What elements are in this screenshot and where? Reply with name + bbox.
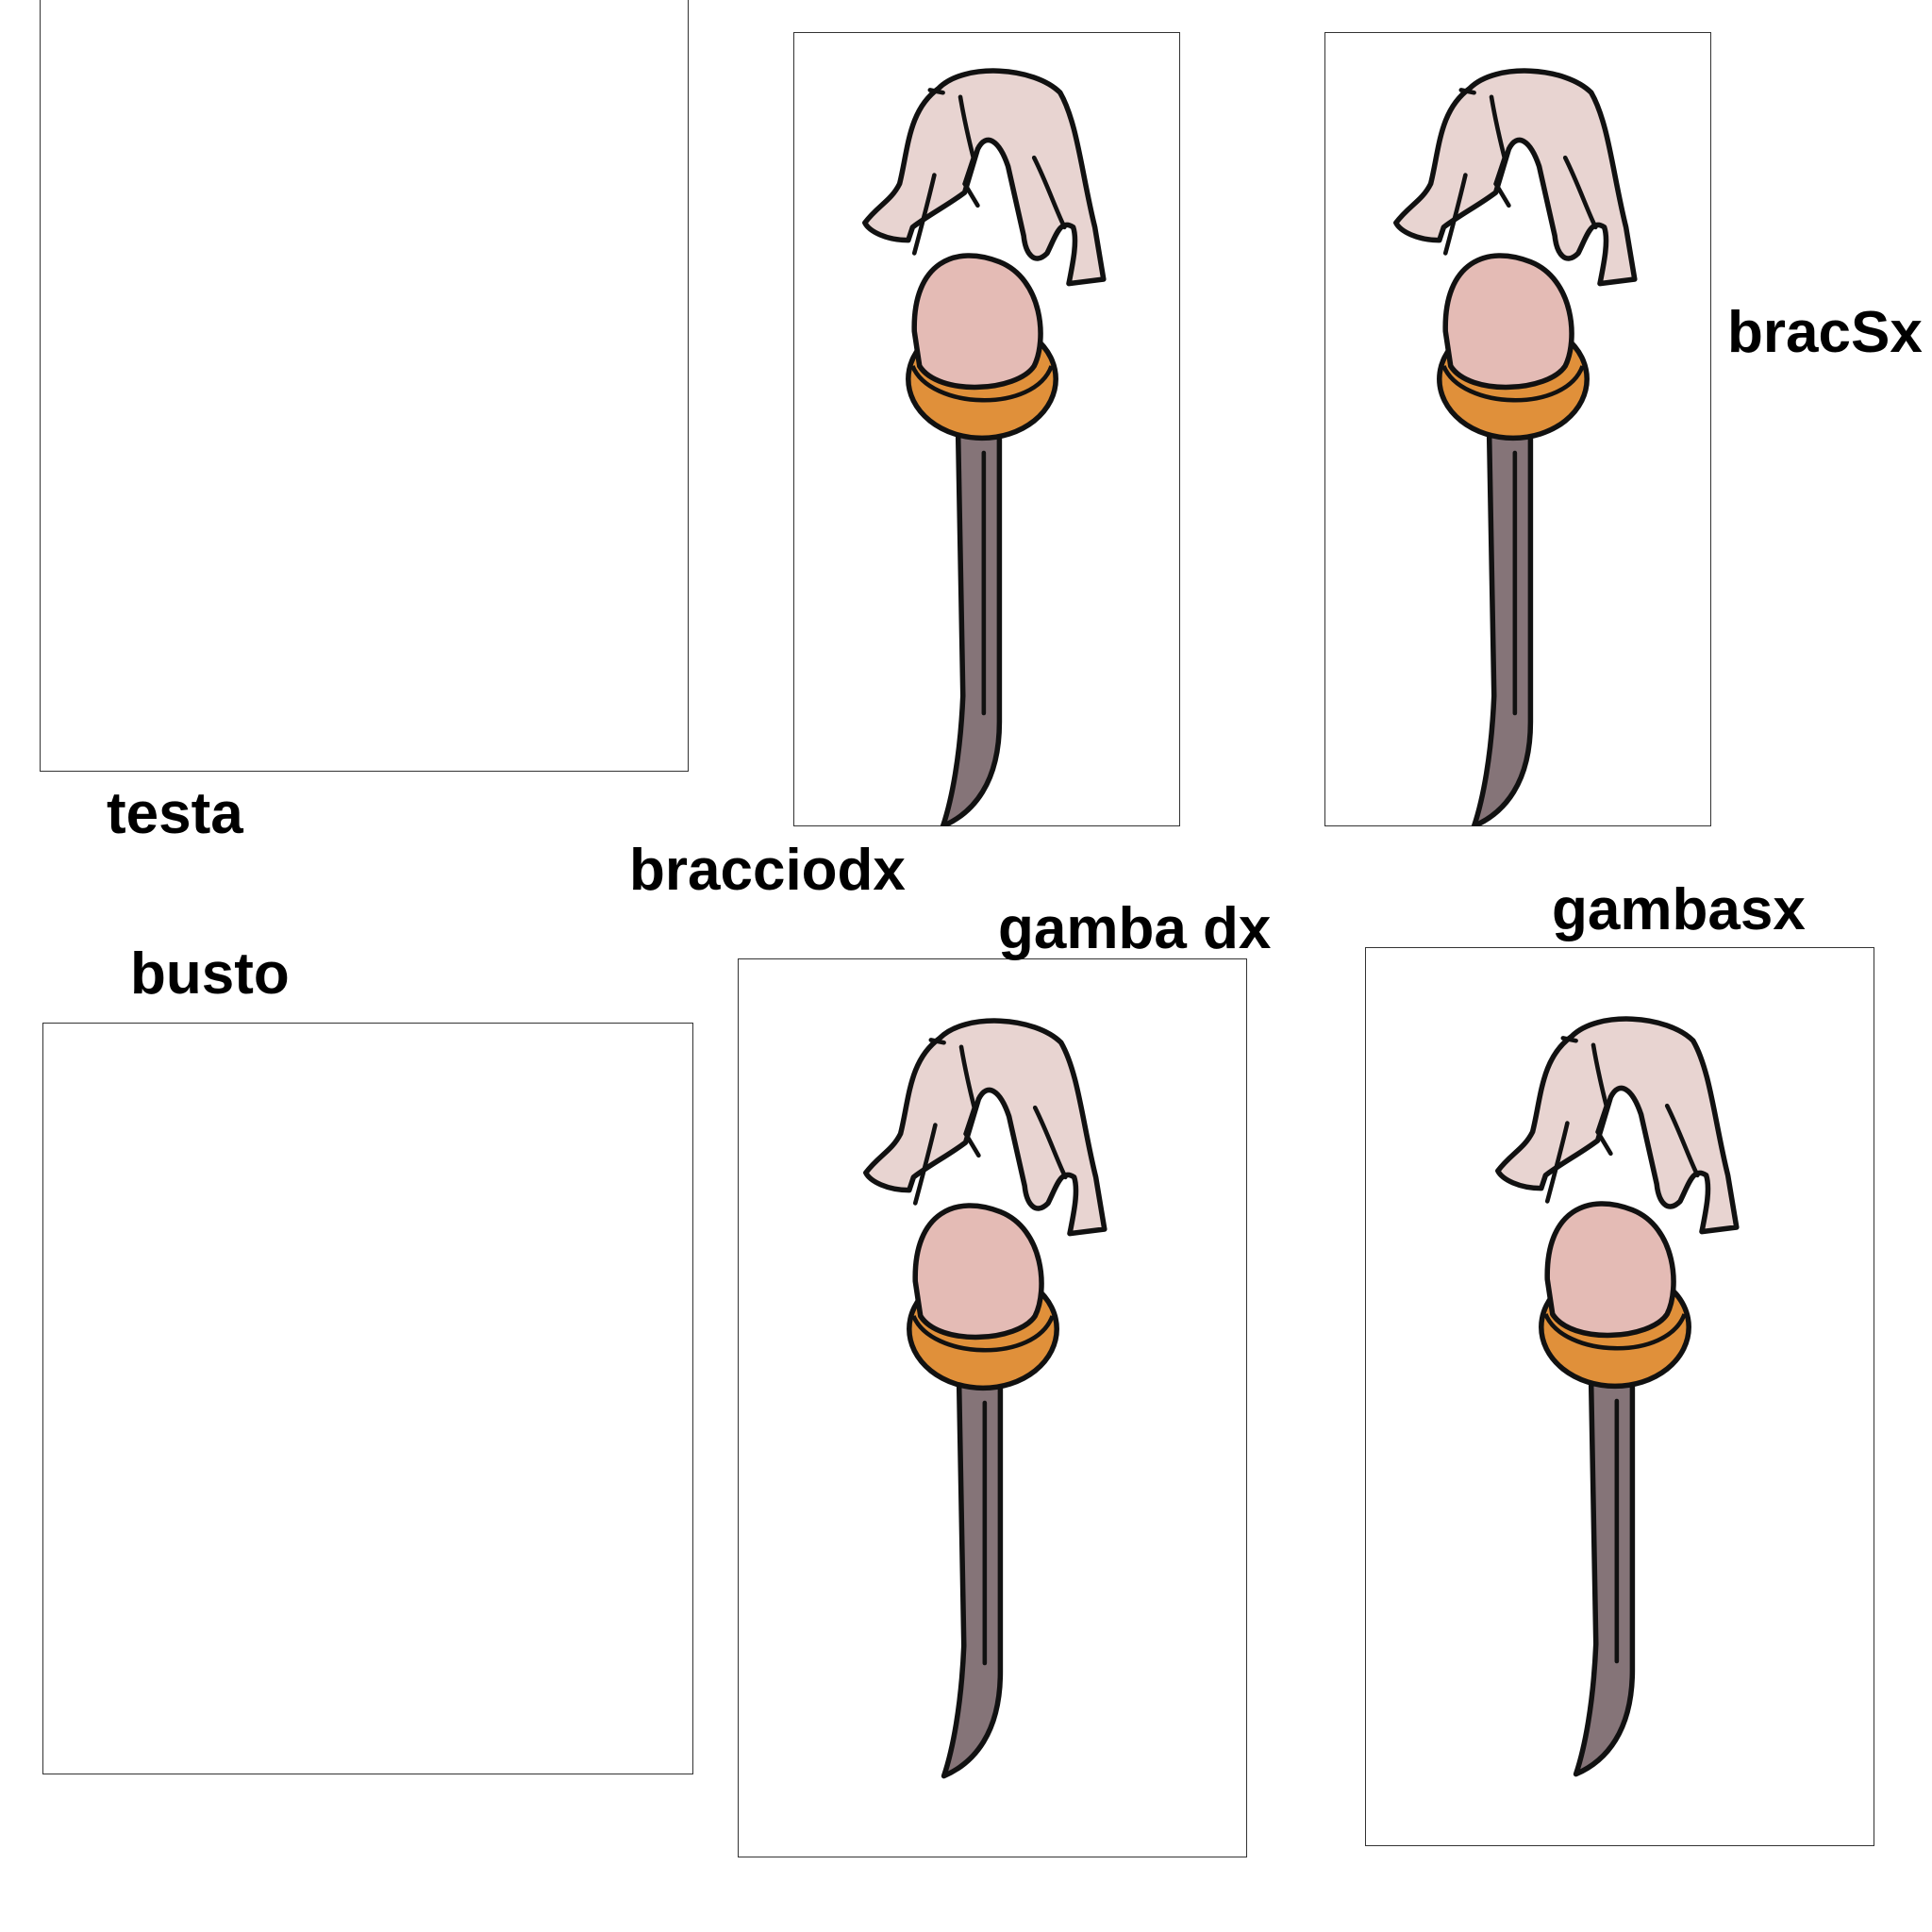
gamba-dx-illustration [738,958,1247,1857]
bracsx-illustration [1324,32,1711,826]
bracciodx-illustration [793,32,1180,826]
label-busto: busto [130,941,290,1007]
label-testa: testa [107,781,243,846]
testa-frame [40,0,689,772]
label-gamba-dx: gamba dx [998,896,1272,961]
gambasx-illustration [1365,947,1874,1846]
busto-frame [42,1023,693,1774]
label-bracciodx: bracciodx [629,838,906,903]
label-gambasx: gambasx [1552,877,1806,942]
label-bracsx: bracSx [1727,300,1923,365]
